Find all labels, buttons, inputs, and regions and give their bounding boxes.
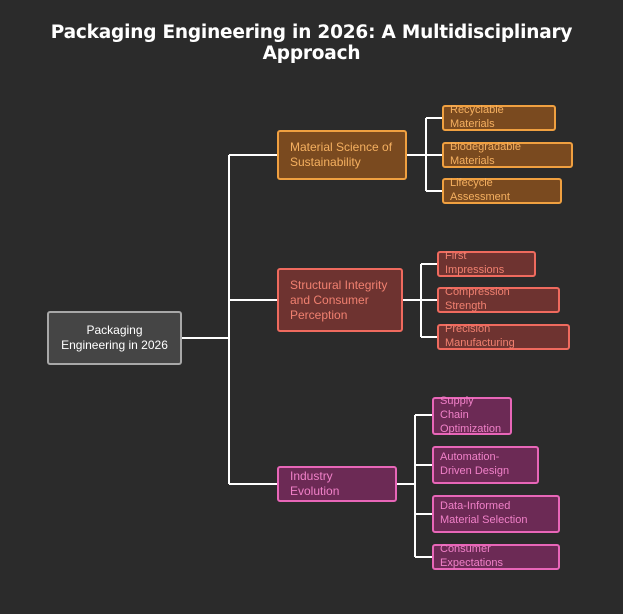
root-node-label: Packaging Engineering in 2026 xyxy=(61,323,168,352)
leaf-label: Compression Strength xyxy=(445,286,510,312)
leaf-label: Data-Informed Material Selection xyxy=(440,500,528,526)
leaf-biodegradable-materials: Biodegradable Materials xyxy=(442,141,573,168)
leaf-label: Recyclable Materials xyxy=(450,104,504,130)
branch-label: Material Science of Sustainability xyxy=(290,140,393,169)
diagram-title: Packaging Engineering in 2026: A Multidi… xyxy=(50,22,573,64)
branch-structural-integrity: Structural Integrity and Consumer Percep… xyxy=(277,268,403,332)
branch-material-science: Material Science of Sustainability xyxy=(277,130,407,180)
branch-label: Industry Evolution xyxy=(290,469,340,498)
leaf-label: Biodegradable Materials xyxy=(450,141,521,167)
leaf-lifecycle-assessment: Lifecycle Assessment xyxy=(442,177,562,204)
leaf-label: First Impressions xyxy=(445,250,505,276)
leaf-compression-strength: Compression Strength xyxy=(437,286,560,313)
leaf-consumer-expectations: Consumer Expectations xyxy=(432,543,560,570)
root-node: Packaging Engineering in 2026 xyxy=(47,311,182,365)
leaf-recyclable-materials: Recyclable Materials xyxy=(442,104,556,131)
leaf-label: Supply Chain Optimization xyxy=(440,395,502,435)
branch-industry-evolution: Industry Evolution xyxy=(277,466,397,502)
leaf-supply-chain-optimization: Supply Chain Optimization xyxy=(432,395,512,435)
leaf-automation-driven-design: Automation-Driven Design xyxy=(432,446,539,484)
leaf-data-informed-material-selection: Data-Informed Material Selection xyxy=(432,495,560,533)
leaf-first-impressions: First Impressions xyxy=(437,250,536,277)
leaf-precision-manufacturing: Precision Manufacturing xyxy=(437,323,570,350)
leaf-label: Lifecycle Assessment xyxy=(450,177,510,203)
branch-label: Structural Integrity and Consumer Percep… xyxy=(290,277,388,322)
leaf-label: Automation-Driven Design xyxy=(440,451,510,477)
leaf-label: Consumer Expectations xyxy=(440,543,503,569)
leaf-label: Precision Manufacturing xyxy=(445,323,515,349)
